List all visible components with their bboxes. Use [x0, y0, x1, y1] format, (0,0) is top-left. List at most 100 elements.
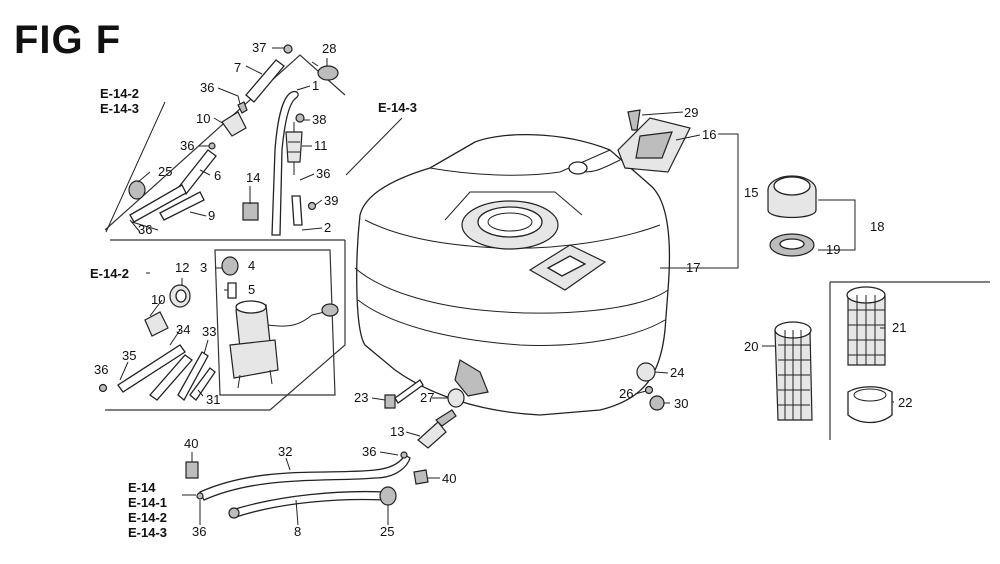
ref-e-14: E-14	[128, 480, 156, 495]
label-5: 5	[248, 282, 255, 297]
label-29: 29	[684, 105, 698, 120]
label-34: 34	[176, 322, 190, 337]
clamp-40-left[interactable]	[185, 461, 199, 479]
cross-references: E-14-2 E-14-3 E-14-3 E-14-2 E-14 E-14-1 …	[90, 86, 417, 540]
label-14: 14	[246, 170, 260, 185]
label-27: 27	[420, 390, 434, 405]
label-36: 36	[316, 166, 330, 181]
label-11: 11	[314, 138, 328, 153]
label-3: 3	[200, 260, 207, 275]
label-35: 35	[122, 348, 136, 363]
label-32: 32	[278, 444, 292, 459]
label-30: 30	[674, 396, 688, 411]
label-36: 36	[200, 80, 214, 95]
label-4: 4	[248, 258, 255, 273]
hose-7[interactable]	[245, 59, 285, 103]
washer-24[interactable]	[636, 362, 656, 382]
label-25: 25	[380, 524, 394, 539]
grommet-27[interactable]	[447, 388, 465, 408]
figure-title: FIG F	[14, 18, 122, 62]
ref-e-14-3-low: E-14-3	[128, 525, 167, 540]
fuel-valve-10[interactable]	[221, 101, 248, 137]
fuel-cap[interactable]	[767, 175, 817, 219]
clamp-28[interactable]	[311, 61, 339, 81]
label-19: 19	[826, 242, 840, 257]
label-39: 39	[324, 193, 338, 208]
hose-9[interactable]	[129, 184, 205, 223]
label-1: 1	[312, 78, 319, 93]
label-2: 2	[324, 220, 331, 235]
label-36: 36	[94, 362, 108, 377]
elbow-12[interactable]	[169, 284, 191, 308]
label-36: 36	[192, 524, 206, 539]
hose-2[interactable]	[291, 195, 303, 226]
fuel-filter-11[interactable]	[285, 122, 303, 175]
fuel-cock-13[interactable]	[417, 409, 457, 449]
clamp-40-right[interactable]	[413, 469, 429, 485]
label-7: 7	[234, 60, 241, 75]
fuel-gauge[interactable]	[568, 117, 691, 175]
label-17: 17	[686, 260, 700, 275]
gauge-screw[interactable]	[627, 109, 641, 131]
cap-gasket[interactable]	[769, 233, 815, 257]
label-15: 15	[744, 185, 758, 200]
label-33: 33	[202, 324, 216, 339]
clip-38[interactable]	[295, 113, 305, 123]
label-10: 10	[151, 292, 165, 307]
label-23: 23	[354, 390, 368, 405]
ref-e-14-2-top: E-14-2	[100, 86, 139, 101]
label-36: 36	[362, 444, 376, 459]
nut-30[interactable]	[649, 395, 665, 411]
label-40: 40	[442, 471, 456, 486]
label-37: 37	[252, 40, 266, 55]
label-21: 21	[892, 320, 906, 335]
part-labels: 37 7 28 36 1 10 38 36 11 25 6 14 36 39 3…	[94, 40, 912, 539]
strainer-21[interactable]	[846, 286, 886, 366]
ref-e-14-1: E-14-1	[128, 495, 167, 510]
strainer-ring-22[interactable]	[847, 386, 893, 424]
washer-26[interactable]	[644, 385, 654, 395]
strainer-20[interactable]	[774, 321, 813, 421]
label-18: 18	[870, 219, 884, 234]
label-10: 10	[196, 111, 210, 126]
label-28: 28	[322, 41, 336, 56]
label-16: 16	[702, 127, 716, 142]
label-9: 9	[208, 208, 215, 223]
ref-e-14-2-mid: E-14-2	[90, 266, 129, 281]
grommet-25[interactable]	[128, 180, 146, 200]
hoses-31-35[interactable]	[117, 344, 216, 402]
panel-borders	[104, 54, 990, 440]
label-38: 38	[312, 112, 326, 127]
hose-32-8[interactable]	[199, 454, 411, 519]
label-40: 40	[184, 436, 198, 451]
clip-36-left[interactable]	[98, 383, 108, 393]
pump-spacer-5[interactable]	[227, 282, 237, 299]
label-25: 25	[158, 164, 172, 179]
label-36: 36	[180, 138, 194, 153]
valve-10-lower[interactable]	[144, 311, 169, 337]
grommet-25-lower[interactable]	[379, 486, 397, 506]
label-8: 8	[294, 524, 301, 539]
label-13: 13	[390, 424, 404, 439]
clip-37[interactable]	[283, 44, 293, 54]
label-20: 20	[744, 339, 758, 354]
label-22: 22	[898, 395, 912, 410]
clip-14[interactable]	[242, 202, 259, 221]
fuel-pump[interactable]	[229, 300, 339, 389]
label-24: 24	[670, 365, 684, 380]
pump-grommet-4[interactable]	[221, 256, 239, 276]
label-26: 26	[619, 386, 633, 401]
clip-36-upper[interactable]	[208, 142, 216, 150]
fuel-tank[interactable]	[354, 134, 671, 416]
label-6: 6	[214, 168, 221, 183]
ref-e-14-2-low: E-14-2	[128, 510, 167, 525]
fuel-line-1[interactable]	[271, 90, 299, 236]
ref-e-14-3-top: E-14-3	[100, 101, 139, 116]
label-36: 36	[138, 222, 152, 237]
clip-36-lower[interactable]	[196, 451, 408, 500]
label-31: 31	[206, 392, 220, 407]
bolt-23[interactable]	[384, 379, 424, 409]
clip-39[interactable]	[307, 201, 317, 211]
label-12: 12	[175, 260, 189, 275]
